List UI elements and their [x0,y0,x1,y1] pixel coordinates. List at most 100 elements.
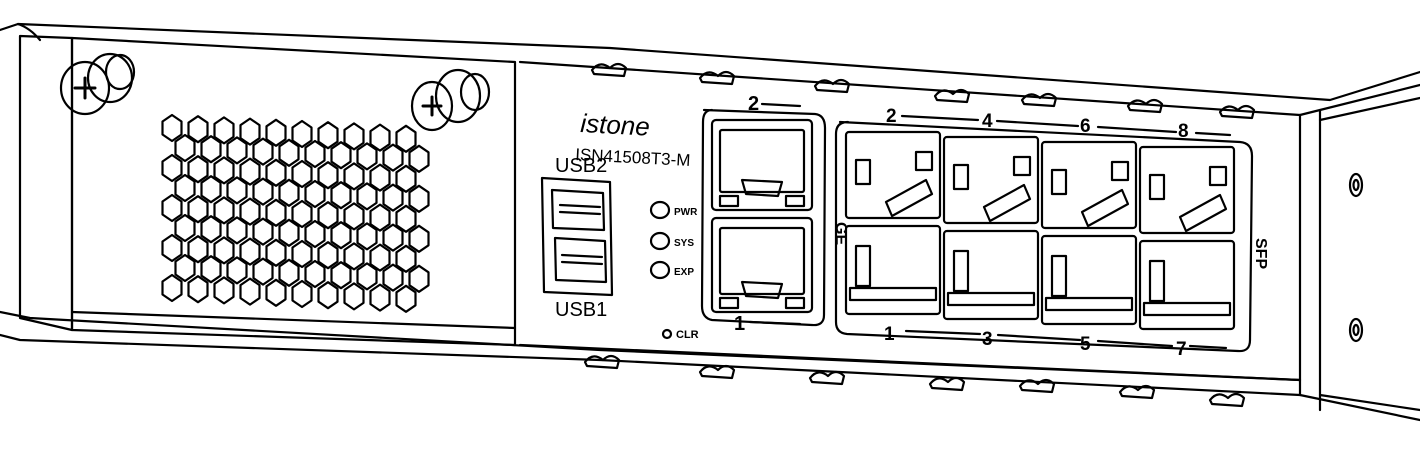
ridge [583,354,621,370]
sfp-cage-fill [1178,193,1228,233]
sfp-cage-bottom [942,229,1040,321]
thumbscrew-right [410,68,491,132]
sfp-cage-top [1138,145,1236,235]
vent-hole [395,164,417,193]
chassis-outline [0,22,1420,102]
vent-hole [369,243,391,272]
sfp-cage-fill [884,178,934,218]
vent-hole [330,141,352,170]
vent-hole [408,224,430,253]
vent-hole [382,263,404,292]
vent-hole [278,178,300,207]
vent-hole [252,257,274,286]
ridge [1118,384,1156,400]
vent-hole [382,143,404,172]
vent-hole [226,176,248,205]
sfp-cage-top [844,130,942,220]
clear-pinhole [661,328,673,340]
vent-hole [291,239,313,269]
vent-hole [356,262,378,291]
vent-hole [278,138,300,167]
fan-vent-honeycomb [161,113,430,313]
ge-port-pair [710,118,814,314]
vent-hole [239,117,261,146]
front-bottom-edge [518,343,1302,382]
vent-hole [382,183,404,212]
sfp-cage-bottom [1040,234,1138,326]
vent-hole [213,156,235,185]
sfp-cage-frame [834,120,1254,353]
vent-hole [395,124,417,153]
ge-port-frame [700,108,827,327]
vent-hole [239,277,261,306]
ridge [813,78,851,94]
vent-hole [161,113,183,143]
sfp-cage-tabs [952,155,1032,191]
sfp-cage-bottom [844,224,942,316]
vent-hole [369,163,391,192]
sfp-cage-fill [982,183,1032,223]
ridge [1126,98,1164,114]
vent-hole [408,184,430,213]
ridge [590,62,628,78]
vent-hole [213,196,235,225]
vent-hole [304,139,326,169]
vent-hole [174,133,196,163]
vent-hole [265,158,287,187]
vent-hole [226,136,248,165]
led-pwr-indicator [649,200,671,220]
vent-hole [317,121,339,150]
sfp-bottom-number: 3 [982,329,993,350]
vent-hole [265,238,287,267]
ridge [698,364,736,380]
vent-hole [174,173,196,203]
vent-hole [343,202,365,231]
ridge [1218,104,1256,120]
ge-port-jack [718,128,806,194]
vent-hole [356,222,378,251]
sfp-cage-tabs [1050,254,1068,298]
ge-port-1 [710,216,814,314]
sfp-top-number: 8 [1178,121,1189,142]
sfp-cage-rail [1044,296,1134,312]
vent-hole [343,282,365,311]
ge-bottom-port-number: 1 [734,313,745,335]
led-pwr-label: PWR [674,207,698,218]
vent-hole [317,161,339,190]
vent-hole [330,261,352,290]
usb-top-label: USB2 [555,155,607,177]
vent-hole [369,123,391,152]
vent-hole [291,159,313,189]
sfp-cage-tabs [1050,160,1130,196]
vent-hole [187,155,209,184]
vent-hole [200,135,222,164]
vent-hole [187,115,209,144]
vent-hole [408,144,430,173]
vent-hole [239,157,261,186]
sfp-cage-bottom [1138,239,1236,331]
vent-hole [252,177,274,206]
usb-bottom-label: USB1 [555,299,607,321]
sfp-cage-tabs [1148,165,1228,201]
sfp-cage-rail [848,286,938,302]
led-exp-label: EXP [674,267,694,278]
ridge [698,70,736,86]
vent-hole [356,182,378,211]
chassis-top-edge [16,22,42,42]
side-screw-top [1348,172,1364,198]
vent-hole [265,278,287,307]
vent-hole [291,119,313,149]
vent-hole [265,118,287,147]
vent-hole [330,181,352,210]
vent-hole [252,137,274,166]
vent-hole [278,218,300,247]
clear-label: CLR [676,329,699,341]
vent-hole [317,201,339,230]
vent-hole [343,162,365,191]
vent-hole [395,204,417,233]
vent-hole [226,256,248,285]
vent-hole [317,281,339,310]
sfp-cage-tabs [952,249,970,293]
ge-port-latch [740,280,784,300]
